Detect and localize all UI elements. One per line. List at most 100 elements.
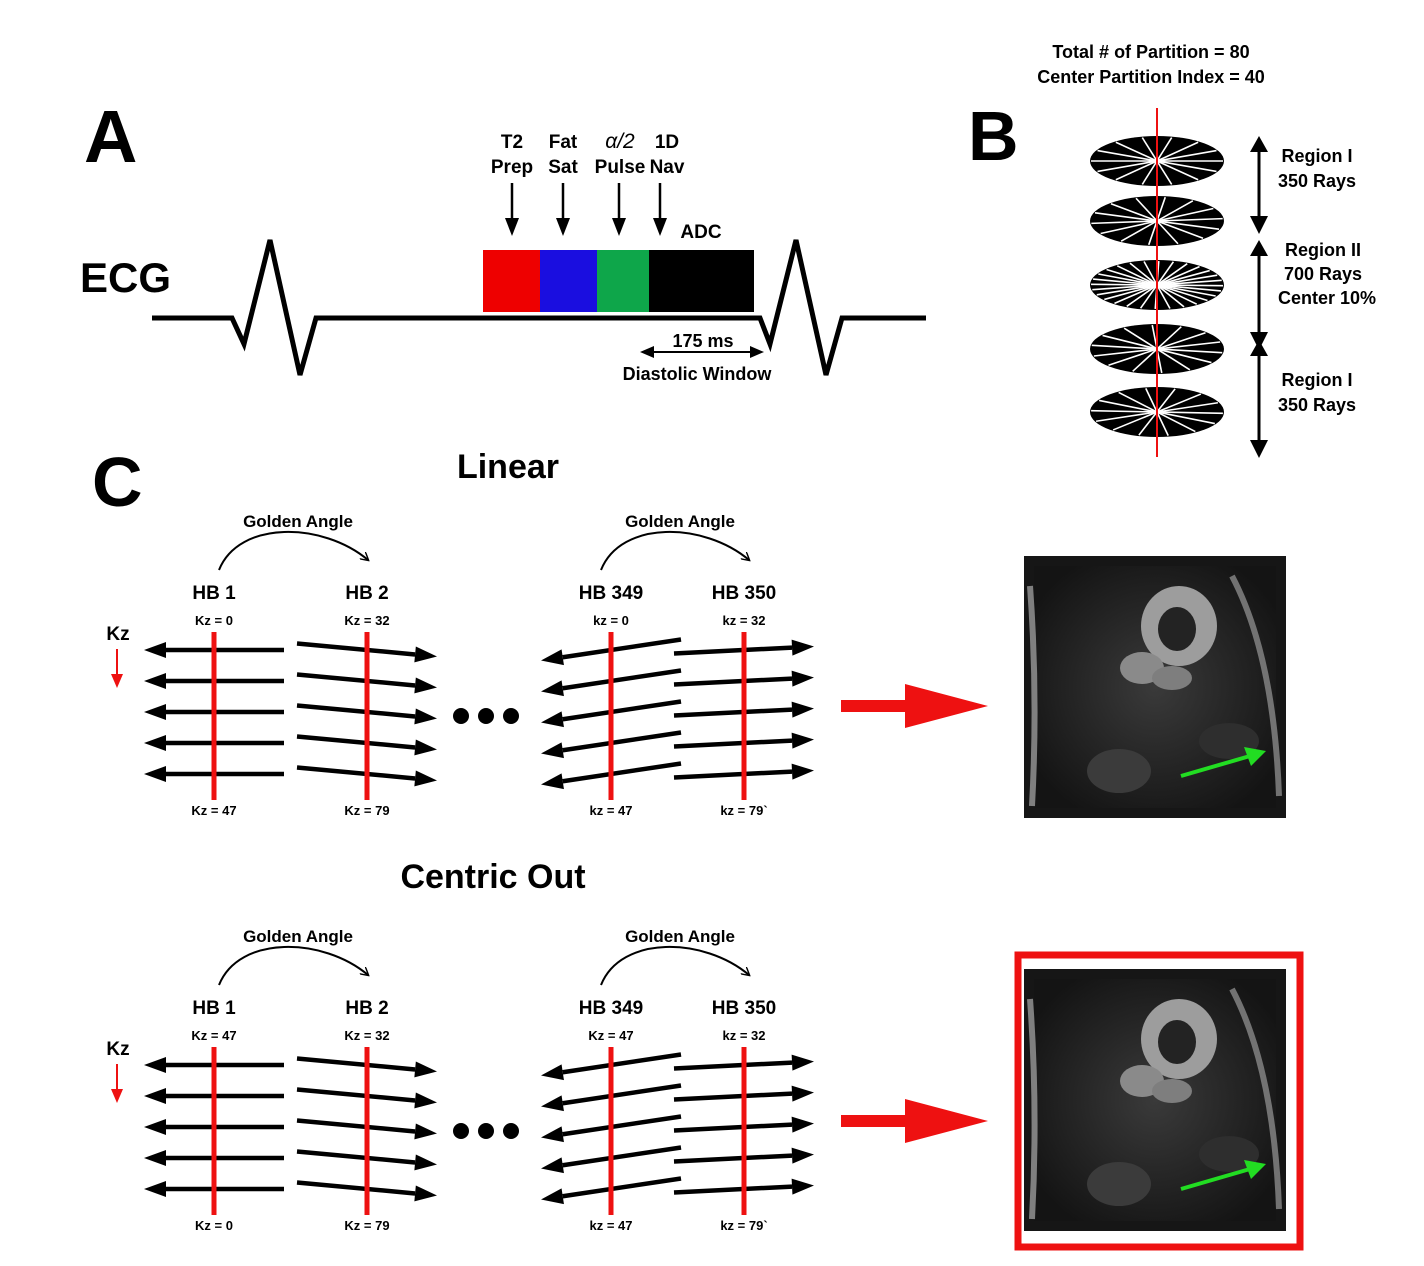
1d-label: 1D <box>655 132 679 153</box>
sat-label: Sat <box>548 157 578 178</box>
kz-bottom-label: kz = 47 <box>589 803 632 818</box>
golden-angle-label: Golden Angle <box>625 512 735 531</box>
kspace-ray <box>144 1119 284 1135</box>
kspace-ray <box>541 1176 682 1205</box>
kspace-ray <box>673 732 814 749</box>
region-1-rays: 350 Rays <box>1278 171 1356 191</box>
region-2-rays: 700 Rays <box>1284 264 1362 284</box>
heartbeat-group: HB 1 Kz = 47 Kz = 0 <box>144 998 284 1233</box>
panel-c-letter: C <box>92 443 143 521</box>
green-pointer-arrowhead <box>1244 747 1266 766</box>
nav-label: Nav <box>650 157 685 178</box>
adc-label: ADC <box>680 222 721 243</box>
kspace-ray <box>296 672 437 694</box>
heartbeat-label: HB 349 <box>579 998 643 1019</box>
pulse-label: Pulse <box>595 157 646 178</box>
result-arrow <box>841 684 988 728</box>
kspace-ray <box>541 699 682 728</box>
kspace-ray <box>673 763 814 780</box>
heartbeat-label: HB 2 <box>345 583 388 604</box>
kspace-ray <box>296 765 437 787</box>
kz-top-label: Kz = 47 <box>588 1028 633 1043</box>
kspace-ray <box>673 1147 814 1164</box>
alpha-pulse-block <box>597 250 649 312</box>
ellipsis-dots <box>453 1123 519 1139</box>
kspace-ray <box>541 1145 682 1174</box>
kspace-ray <box>296 641 437 663</box>
heartbeat-label: HB 350 <box>712 583 776 604</box>
mri-image <box>1024 556 1286 818</box>
heartbeat-label: HB 350 <box>712 998 776 1019</box>
kspace-ray <box>296 1056 437 1078</box>
kz-axis-label: Kz <box>106 1039 129 1060</box>
kspace-ray <box>296 1118 437 1140</box>
region-3-name: Region I <box>1282 370 1353 390</box>
kz-direction-arrowhead <box>111 1089 123 1103</box>
kz-bottom-label: kz = 79` <box>720 1218 767 1233</box>
panel-b: B Total # of Partition = 80 Center Parti… <box>968 42 1376 458</box>
kspace-ray <box>673 1054 814 1071</box>
ecg-label: ECG <box>80 254 171 301</box>
heartbeat-label: HB 349 <box>579 583 643 604</box>
golden-angle-label: Golden Angle <box>243 512 353 531</box>
centric-out-section: Kz Golden Angle Golden Angle HB 1 Kz = 47 Kz … <box>106 927 1304 1251</box>
panel-a: A ECG T2 Prep Fat Sat α/2 Pulse 1D Nav A… <box>80 95 926 384</box>
kz-top-label: Kz = 32 <box>344 1028 389 1043</box>
kspace-ray <box>144 704 284 720</box>
golden-angle-arc: Golden Angle <box>600 927 749 986</box>
kz-top-label: Kz = 47 <box>191 1028 236 1043</box>
kspace-ray <box>296 1087 437 1109</box>
kspace-ray <box>673 1085 814 1102</box>
module-arrows <box>505 183 667 236</box>
centric-title: Centric Out <box>400 858 585 896</box>
partition-total: Total # of Partition = 80 <box>1052 42 1249 62</box>
heartbeat-group: HB 350 kz = 32 kz = 79` <box>673 583 814 818</box>
kspace-ray <box>541 1083 682 1112</box>
heartbeat-label: HB 1 <box>192 998 236 1019</box>
kspace-ray <box>296 1149 437 1171</box>
alpha-label: α/2 <box>605 130 635 153</box>
kz-bottom-label: kz = 47 <box>589 1218 632 1233</box>
kspace-ray <box>541 1052 682 1081</box>
region-arrows <box>1250 136 1268 458</box>
kspace-ray <box>541 730 682 759</box>
heartbeat-label: HB 2 <box>345 998 388 1019</box>
panel-a-letter: A <box>84 95 137 178</box>
heartbeat-label: HB 1 <box>192 583 236 604</box>
kspace-ray <box>144 766 284 782</box>
kspace-ray <box>673 1178 814 1195</box>
region-2-name: Region II <box>1285 240 1361 260</box>
green-pointer-arrow <box>1180 1167 1251 1191</box>
kz-top-label: kz = 0 <box>593 613 629 628</box>
fat-label: Fat <box>549 132 578 153</box>
module-labels: T2 Prep Fat Sat α/2 Pulse 1D Nav ADC <box>491 130 722 243</box>
kz-bottom-label: Kz = 0 <box>195 1218 233 1233</box>
highlight-border <box>1014 951 1304 1251</box>
kz-bottom-label: kz = 79` <box>720 803 767 818</box>
green-pointer-arrowhead <box>1244 1160 1266 1179</box>
kspace-ray <box>144 735 284 751</box>
kspace-ray <box>673 701 814 718</box>
kspace-ray <box>296 1180 437 1202</box>
kspace-ray <box>541 668 682 697</box>
golden-angle-label: Golden Angle <box>243 927 353 946</box>
kz-direction-arrowhead <box>111 674 123 688</box>
center-partition: Center Partition Index = 40 <box>1037 67 1265 87</box>
heartbeat-group: HB 1Kz = 0Kz = 47 <box>144 583 284 818</box>
golden-angle-arc: Golden Angle <box>218 512 368 571</box>
region-3-rays: 350 Rays <box>1278 395 1356 415</box>
kspace-ray <box>673 639 814 656</box>
diastolic-window-arrow <box>640 346 764 358</box>
kz-top-label: Kz = 0 <box>195 613 233 628</box>
heartbeat-group: HB 349 Kz = 47 kz = 47 <box>541 998 682 1233</box>
kz-bottom-label: Kz = 79 <box>344 803 389 818</box>
kspace-ray <box>144 1057 284 1073</box>
kspace-ray <box>541 637 682 666</box>
kspace-ray <box>541 761 682 790</box>
kz-top-label: kz = 32 <box>722 613 765 628</box>
